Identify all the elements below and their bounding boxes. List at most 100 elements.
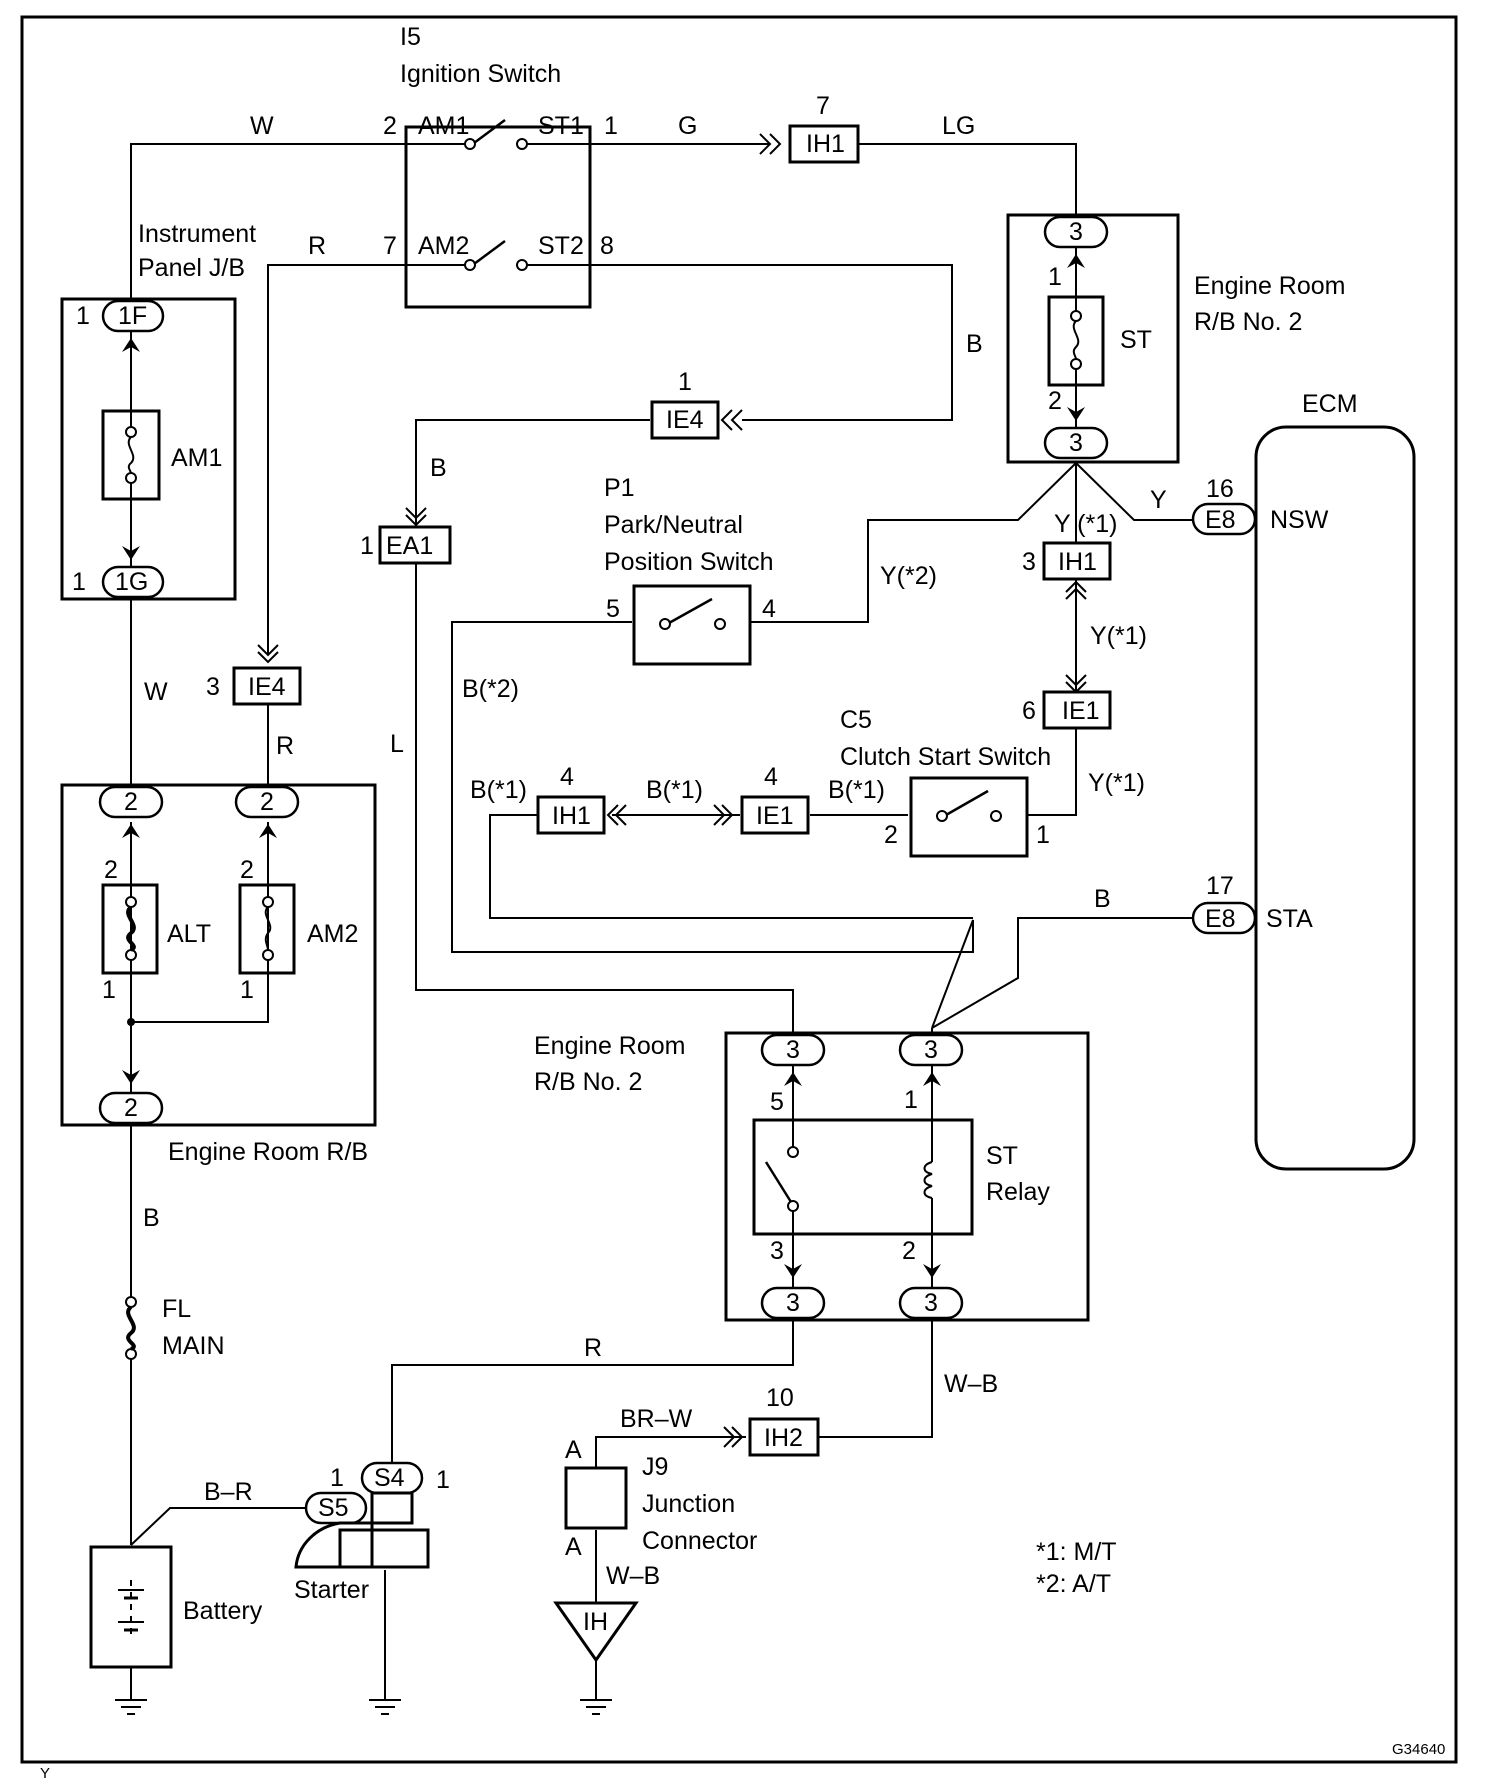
erb-pin-am2-top: 2: [240, 856, 254, 884]
ignition-switch: I5 Ignition Switch AM1 ST1 AM2 ST2 2 1 7…: [383, 23, 618, 309]
label-lg-top: LG: [942, 112, 975, 140]
cs-pin-right: 1: [1036, 821, 1050, 849]
wire-y-ecm: [1075, 462, 1193, 521]
rb2l-pin-tl: 5: [770, 1088, 784, 1116]
ground-ih-label: IH: [583, 1608, 608, 1636]
j9-pin-bottom: A: [565, 1533, 582, 1561]
label-b1-a: B(*1): [470, 776, 527, 804]
battery-name: Battery: [183, 1597, 263, 1625]
erb-pin-alt-top: 2: [104, 856, 118, 884]
wire-y-fan: [750, 462, 1077, 623]
rb2l-conn-tl: 3: [786, 1036, 800, 1064]
terminal-am1: AM1: [418, 112, 469, 140]
ecm-pin-nsw: 16: [1206, 475, 1234, 503]
starter-pin-s4-right: 1: [436, 1466, 450, 1494]
jb-conn-1g: 1G: [115, 568, 148, 596]
label-w-b-low: W–B: [606, 1562, 660, 1590]
ecm: ECM E8 16 NSW E8 17 STA: [1191, 390, 1416, 1171]
engine-room-rb2-lower: 3 3 3 3 5 1 3 2 ST Relay Engine Room R/B…: [534, 1031, 1090, 1322]
label-b-ea1: B: [430, 454, 447, 482]
jb-pin-top: 1: [76, 302, 90, 330]
st-relay-2: Relay: [986, 1178, 1050, 1206]
instrument-panel-jb: Instrument Panel J/B 1F 1G 1 1 AM1: [60, 220, 256, 601]
rb2l-pin-br: 2: [902, 1237, 916, 1265]
cs-name: Clutch Start Switch: [840, 743, 1051, 771]
j9-pin-top: A: [565, 1436, 582, 1464]
jb-pin-bottom: 1: [72, 568, 86, 596]
rb2u-conn-top: 3: [1069, 218, 1083, 246]
ie1-right-pin: 6: [1022, 697, 1036, 725]
ih1-right-pin: 3: [1022, 548, 1036, 576]
erb-pin-alt-bottom: 1: [102, 976, 116, 1004]
label-r-low: R: [584, 1334, 602, 1362]
label-w-top: W: [250, 112, 274, 140]
terminal-am2: AM2: [418, 232, 469, 260]
label-w-mid: W: [144, 678, 168, 706]
ignition-name: Ignition Switch: [400, 60, 561, 88]
label-r-mid: R: [276, 732, 294, 760]
ignition-code: I5: [400, 23, 421, 51]
label-y2: Y(*2): [880, 562, 937, 590]
label-l-mid: L: [390, 730, 404, 758]
pin-st2: 8: [600, 232, 614, 260]
wires: [130, 143, 1193, 1700]
ih1-mid-pin: 4: [560, 763, 574, 791]
ecm-conn-nsw: E8: [1205, 506, 1236, 534]
rb2l-conn-tr: 3: [924, 1036, 938, 1064]
erb-fuse-alt: ALT: [167, 920, 211, 948]
wire-r-top: [267, 264, 470, 655]
battery: Battery: [89, 1545, 263, 1669]
ground-symbols: [115, 1699, 612, 1715]
fusible-link: FL MAIN: [122, 1295, 225, 1360]
starter-name: Starter: [294, 1576, 369, 1604]
engine-room-rb2-upper: 3 3 ST 1 2 Engine Room R/B No. 2: [1006, 213, 1345, 464]
terminal-st1: ST1: [538, 112, 584, 140]
fl-line2: MAIN: [162, 1332, 225, 1360]
wire-erb-am2: [131, 822, 269, 1023]
starter-pin-s4-left: 1: [330, 1464, 344, 1492]
ie4-top-code: IE4: [666, 406, 704, 434]
wire-b-r: [130, 1507, 306, 1546]
ecm-term-nsw: NSW: [1270, 506, 1329, 534]
label-b-r: B–R: [204, 1478, 253, 1506]
outer-frame: [20, 15, 1458, 1764]
ie1-right-code: IE1: [1062, 697, 1100, 725]
jb-conn-1f: 1F: [118, 302, 147, 330]
ecm-conn-sta: E8: [1205, 905, 1236, 933]
starter-conn-s5: S5: [318, 1494, 349, 1522]
j9-code: J9: [642, 1453, 668, 1481]
label-b-right: B: [966, 330, 983, 358]
label-r-top: R: [308, 232, 326, 260]
label-y1-b: Y(*1): [1090, 622, 1147, 650]
wire-r-low: [391, 1318, 794, 1477]
rb2l-name-2: R/B No. 2: [534, 1068, 642, 1096]
park-neutral-switch: P1 Park/Neutral Position Switch 5 4: [604, 474, 776, 666]
erb-fuse-am2: AM2: [307, 920, 358, 948]
ground-point-ih: IH: [553, 1601, 639, 1663]
engine-room-rb: 2 2 2 ALT AM2 2 1 2 1 Engine Room R/B: [60, 783, 377, 1166]
pin-am2: 7: [383, 232, 397, 260]
note-2: *2: A/T: [1036, 1570, 1111, 1598]
ih1-mid-code: IH1: [552, 802, 591, 830]
ih1-right-code: IH1: [1058, 548, 1097, 576]
label-br-w: BR–W: [620, 1405, 693, 1433]
cs-code: C5: [840, 706, 872, 734]
st-relay-1: ST: [986, 1142, 1018, 1170]
pn-name-1: Park/Neutral: [604, 511, 743, 539]
note-1: *1: M/T: [1036, 1538, 1117, 1566]
terminal-st2: ST2: [538, 232, 584, 260]
label-b2: B(*2): [462, 675, 519, 703]
label-y1-a: Y (*1): [1054, 510, 1117, 538]
junction-connector: J9 Junction Connector A A: [564, 1436, 757, 1561]
jb-name-1: Instrument: [138, 220, 256, 248]
ecm-term-sta: STA: [1266, 905, 1313, 933]
rb2u-name-2: R/B No. 2: [1194, 308, 1302, 336]
ecm-name: ECM: [1302, 390, 1358, 418]
fl-line1: FL: [162, 1295, 191, 1323]
clutch-start-switch: C5 Clutch Start Switch 2 1: [840, 706, 1051, 858]
rb2l-conn-bl: 3: [786, 1289, 800, 1317]
jb-fuse-am1: AM1: [171, 444, 222, 472]
wire-l: [415, 562, 794, 1033]
pn-code: P1: [604, 474, 635, 502]
